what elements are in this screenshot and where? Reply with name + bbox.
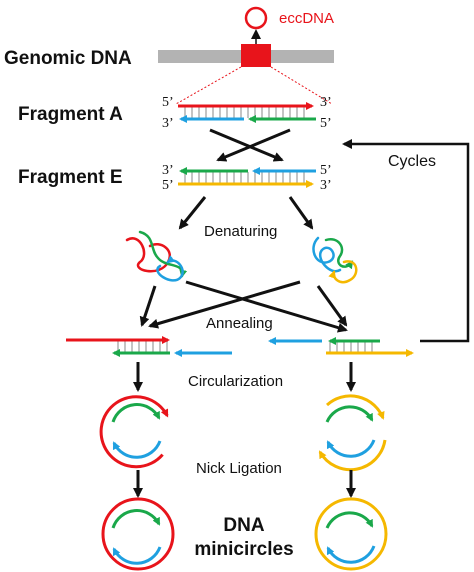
- minicircle-right: [314, 497, 388, 571]
- fragment-e-base-pairs: [184, 172, 305, 183]
- cross-arrow-a-to-e-left: [216, 128, 291, 162]
- fragment-e-top-right-end: 5’: [320, 163, 332, 178]
- fragment-a-base-pairs: [184, 107, 305, 118]
- annealed-left-base-pairs: [117, 341, 168, 352]
- product-label-line1: DNA: [223, 515, 264, 536]
- anneal-arrow-cross-right: [185, 280, 348, 333]
- fragment-a-label: Fragment A: [18, 104, 123, 125]
- anneal-arrow-cross-left: [148, 280, 301, 329]
- minicircle-left: [101, 497, 175, 571]
- fragment-e-top-left-end: 3’: [162, 163, 174, 178]
- denatured-strands-left: [125, 230, 188, 282]
- circle-intermediate-right: [318, 394, 387, 472]
- fragment-e-label: Fragment E: [18, 167, 123, 188]
- fragment-a-bottom-left-end: 3’: [162, 116, 174, 131]
- annealed-right-base-pairs: [329, 342, 373, 352]
- eccdna-circle-icon: [244, 6, 268, 30]
- annealing-label: Annealing: [206, 315, 273, 332]
- cross-arrow-a-to-e-right: [209, 128, 284, 162]
- circle-intermediate-left: [99, 395, 169, 469]
- anneal-arrow-right-down: [316, 285, 348, 327]
- circularization-label: Circularization: [188, 373, 283, 390]
- genomic-dna-label: Genomic DNA: [4, 48, 132, 69]
- anneal-arrow-left-down: [139, 285, 157, 327]
- denatured-strands-right: [312, 236, 358, 284]
- fragment-a-top-right-end: 3’: [320, 95, 332, 110]
- zoom-line-left: [175, 66, 242, 105]
- eccdna-source-segment: [241, 44, 271, 67]
- denature-arrow-left: [178, 196, 207, 230]
- fragment-a-bottom-right-end: 5’: [320, 116, 332, 131]
- fragment-a-top-left-end: 5’: [162, 95, 174, 110]
- nick-ligation-label: Nick Ligation: [196, 460, 282, 477]
- product-label-line2: minicircles: [194, 539, 293, 560]
- eccdna-label: eccDNA: [279, 10, 334, 27]
- cycles-label: Cycles: [388, 153, 436, 170]
- denaturing-label: Denaturing: [204, 223, 277, 240]
- denature-arrow-right: [288, 196, 314, 230]
- fragment-e-bottom-right-end: 3’: [320, 178, 332, 193]
- cycles-loop-arrow: [342, 139, 470, 343]
- fragment-e-bottom-left-end: 5’: [162, 178, 174, 193]
